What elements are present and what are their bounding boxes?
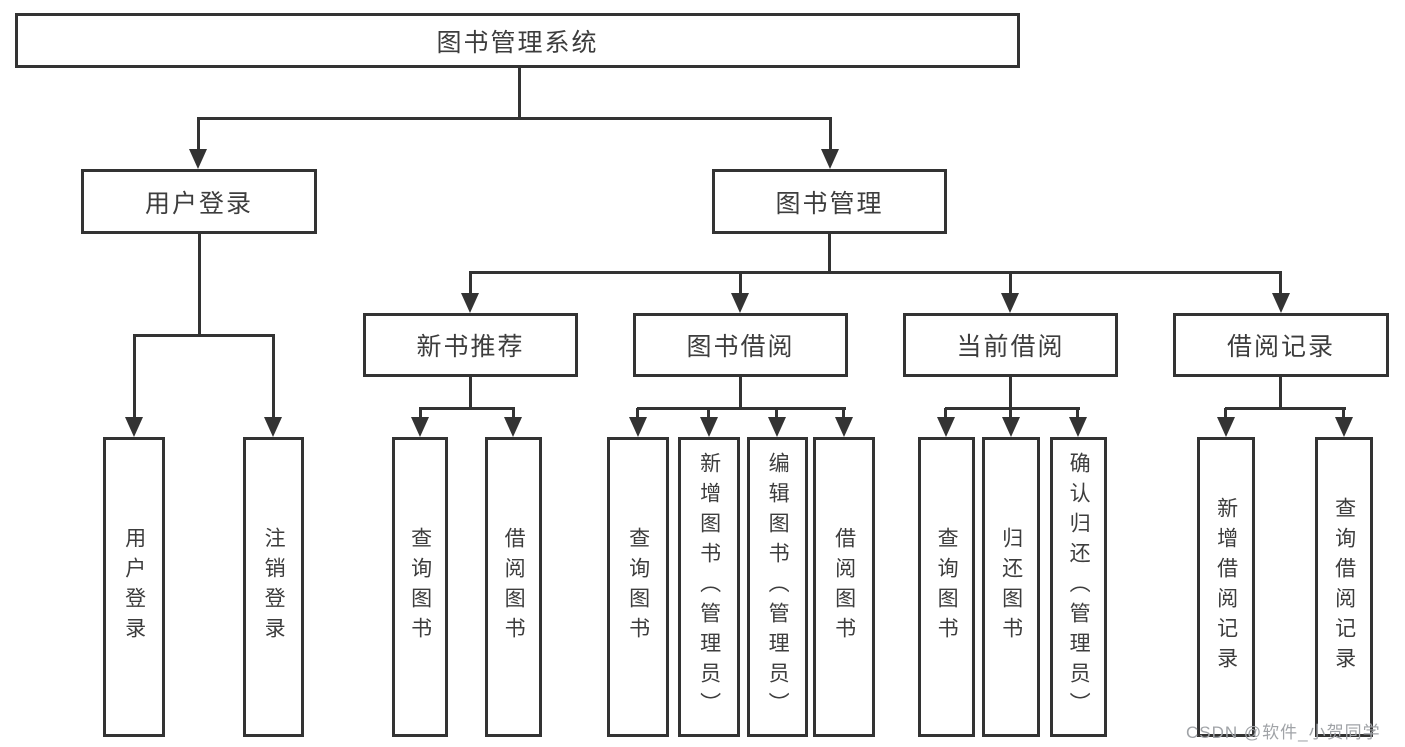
connector-book-borrow-bar [637, 407, 846, 410]
node-leaf-borrow-books-borrow-label: 借阅图书 [832, 527, 856, 647]
node-leaf-add-borrow-record-label: 新增借阅记录 [1214, 497, 1238, 677]
node-leaf-borrow-books-newbook-label: 借阅图书 [502, 527, 526, 647]
arrow-down-borrow-books-borrow [835, 417, 853, 437]
connector-root-bar [197, 117, 832, 120]
connector-current-borrow-bar [945, 407, 1080, 410]
connector-user-login-bar [133, 334, 275, 337]
node-leaf-logout-label: 注销登录 [262, 527, 286, 647]
connector-drop-book-borrow [739, 272, 742, 295]
node-leaf-add-books-admin: 新增图书（管理员） [678, 437, 740, 737]
node-book-management-label: 图书管理 [775, 189, 884, 218]
arrow-down-query-books-current [937, 417, 955, 437]
node-new-book-recommend-label: 新书推荐 [416, 333, 525, 361]
node-leaf-query-books-borrow-label: 查询图书 [626, 527, 650, 647]
node-leaf-query-borrow-record-label: 查询借阅记录 [1332, 497, 1356, 677]
node-borrow-records-label: 借阅记录 [1226, 333, 1335, 361]
arrow-down-return-books [1002, 417, 1020, 437]
arrow-down-add-books-admin [700, 417, 718, 437]
node-book-borrow: 图书借阅 [633, 313, 848, 377]
connector-drop-user-login [197, 118, 200, 149]
connector-level2-bar [469, 271, 1282, 274]
arrow-down-book-borrow [731, 293, 749, 313]
arrow-down-user-login [189, 149, 207, 169]
connector-book-borrow-stem [739, 377, 742, 409]
connector-root-stem [518, 66, 521, 118]
arrow-down-query-books-borrow [629, 417, 647, 437]
node-borrow-records: 借阅记录 [1173, 313, 1389, 377]
node-leaf-return-books-label: 归还图书 [999, 527, 1023, 647]
arrow-down-borrow-books-newbook [504, 417, 522, 437]
node-leaf-borrow-books-borrow: 借阅图书 [813, 437, 875, 737]
node-leaf-query-books-current-label: 查询图书 [935, 527, 959, 647]
connector-current-borrow-stem [1009, 377, 1012, 409]
connector-drop-leaf-user-login [133, 335, 136, 417]
node-current-borrow-label: 当前借阅 [956, 333, 1065, 361]
arrow-down-add-borrow-record [1217, 417, 1235, 437]
connector-drop-add-books-admin [707, 408, 710, 419]
connector-drop-borrow-books-borrow [842, 408, 845, 419]
node-root-label: 图书管理系统 [436, 28, 599, 57]
node-leaf-add-borrow-record: 新增借阅记录 [1197, 437, 1255, 737]
connector-drop-current-borrow [1009, 272, 1012, 295]
connector-drop-query-books-current [944, 408, 947, 419]
connector-drop-book-management [829, 118, 832, 149]
connector-new-book-stem [469, 377, 472, 409]
connector-drop-edit-books-admin [775, 408, 778, 419]
connector-drop-confirm-return-admin [1076, 408, 1079, 419]
connector-drop-new-book [469, 272, 472, 295]
connector-drop-return-books [1009, 408, 1012, 419]
node-leaf-edit-books-admin: 编辑图书（管理员） [747, 437, 808, 737]
arrow-down-query-books-newbook [411, 417, 429, 437]
node-leaf-user-login: 用户登录 [103, 437, 165, 737]
node-book-management: 图书管理 [712, 169, 947, 234]
connector-user-login-stem [198, 234, 201, 336]
connector-book-management-stem [828, 234, 831, 273]
node-leaf-query-books-borrow: 查询图书 [607, 437, 669, 737]
connector-borrow-records-bar [1225, 407, 1346, 410]
connector-drop-query-borrow-record [1342, 408, 1345, 419]
connector-drop-query-books-borrow [636, 408, 639, 419]
node-leaf-query-books-newbook: 查询图书 [392, 437, 448, 737]
arrow-down-confirm-return-admin [1069, 417, 1087, 437]
node-user-login: 用户登录 [81, 169, 317, 234]
node-new-book-recommend: 新书推荐 [363, 313, 578, 377]
arrow-down-new-book [461, 293, 479, 313]
node-leaf-query-borrow-record: 查询借阅记录 [1315, 437, 1373, 737]
node-leaf-confirm-return-admin: 确认归还（管理员） [1050, 437, 1107, 737]
node-root: 图书管理系统 [15, 13, 1020, 68]
arrow-down-current-borrow [1001, 293, 1019, 313]
connector-drop-leaf-logout [272, 335, 275, 417]
connector-drop-borrow-records [1279, 272, 1282, 295]
node-leaf-return-books: 归还图书 [982, 437, 1040, 737]
arrow-down-query-borrow-record [1335, 417, 1353, 437]
connector-drop-add-borrow-record [1224, 408, 1227, 419]
node-current-borrow: 当前借阅 [903, 313, 1118, 377]
node-leaf-edit-books-admin-label: 编辑图书（管理员） [766, 452, 790, 722]
connector-borrow-records-stem [1279, 377, 1282, 409]
node-user-login-label: 用户登录 [144, 189, 253, 218]
connector-drop-borrow-books-newbook [512, 408, 515, 419]
node-leaf-query-books-newbook-label: 查询图书 [408, 527, 432, 647]
connector-new-book-bar [419, 407, 515, 410]
arrow-down-leaf-logout [264, 417, 282, 437]
arrow-down-leaf-user-login [125, 417, 143, 437]
watermark-text: CSDN @软件_小贺同学 [1186, 723, 1381, 742]
arrow-down-book-management [821, 149, 839, 169]
node-leaf-confirm-return-admin-label: 确认归还（管理员） [1067, 452, 1091, 722]
node-leaf-query-books-current: 查询图书 [918, 437, 975, 737]
arrow-down-edit-books-admin [768, 417, 786, 437]
node-leaf-borrow-books-newbook: 借阅图书 [485, 437, 542, 737]
node-leaf-add-books-admin-label: 新增图书（管理员） [697, 452, 721, 722]
node-leaf-logout: 注销登录 [243, 437, 304, 737]
arrow-down-borrow-records [1272, 293, 1290, 313]
node-book-borrow-label: 图书借阅 [686, 333, 795, 361]
node-leaf-user-login-label: 用户登录 [122, 527, 146, 647]
connector-drop-query-books-newbook [419, 408, 422, 419]
